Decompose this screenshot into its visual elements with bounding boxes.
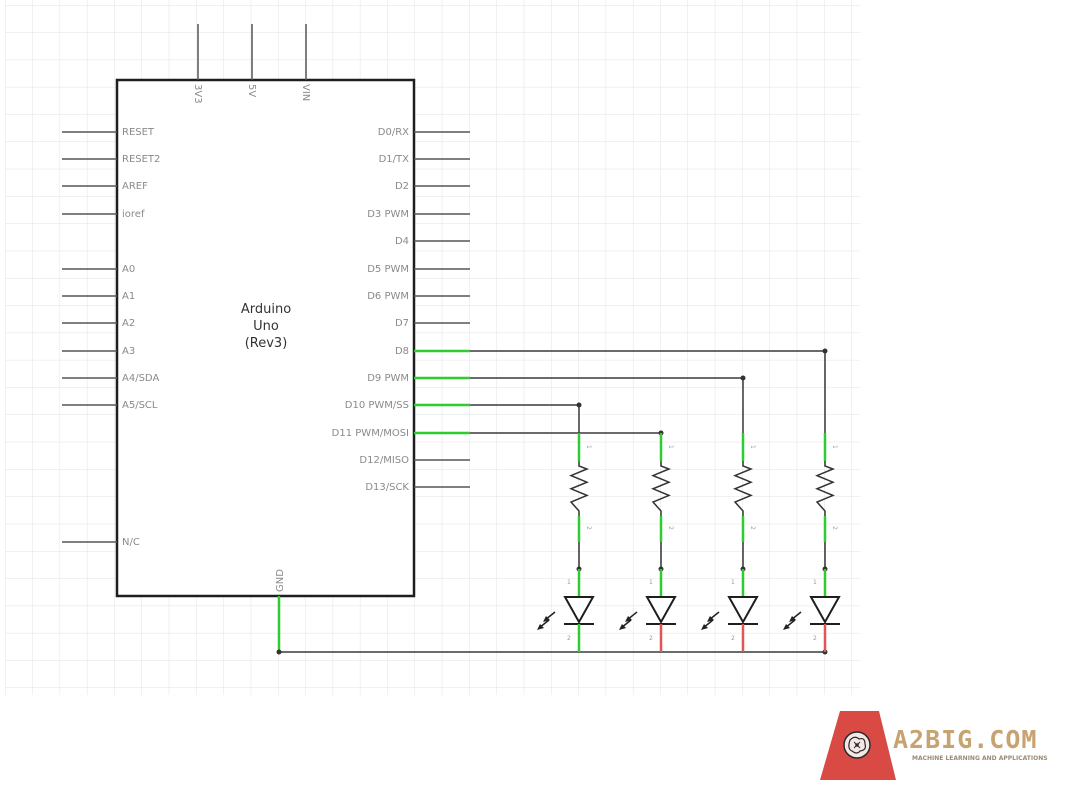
pin-label-d5: D5 PWM: [367, 264, 409, 275]
led-3-pin-1: 1: [731, 579, 735, 586]
led-4-body: [809, 596, 841, 625]
pin-label-a2: A2: [122, 318, 135, 329]
resistor-1-pin-2: 2: [585, 526, 592, 530]
led-1-pin-1: 1: [567, 579, 571, 586]
resistor-4-body: [815, 461, 836, 516]
component-chains: 1 2 1 2 1 2 1 2 1 2 1 2 1 2 1 2: [537, 433, 841, 652]
pin-label-d9: D9 PWM: [367, 373, 409, 384]
brain-chip-icon: [843, 731, 871, 759]
board-outline: [115, 78, 416, 598]
junction-gnd: [276, 649, 282, 655]
resistor-2-pin-1: 1: [667, 445, 674, 449]
pin-label-gnd: GND: [275, 569, 286, 592]
led-1-pin-2: 2: [567, 635, 571, 642]
pin-label-a4-sda: A4/SDA: [122, 373, 159, 384]
pin-label-reset: RESET: [122, 127, 155, 138]
pin-label-vin: VIN: [300, 84, 311, 101]
resistor-2-pin-2: 2: [667, 526, 674, 530]
pin-label-nc: N/C: [122, 537, 140, 548]
pin-label-a5-scl: A5/SCL: [122, 400, 158, 411]
top-pins: 3V3 5V VIN: [192, 24, 311, 104]
resistor-4-pin-2: 2: [831, 526, 838, 530]
junction-d10: [576, 402, 582, 408]
pin-label-d13: D13/SCK: [365, 482, 409, 493]
pin-label-d0: D0/RX: [378, 127, 409, 138]
led-3-pin-2: 2: [731, 635, 735, 642]
board-name-line-3: (Rev3): [245, 336, 288, 351]
pin-label-5v: 5V: [246, 84, 257, 97]
pin-label-d1: D1/TX: [379, 154, 410, 165]
resistor-3-pin-1: 1: [749, 445, 756, 449]
pin-label-d3: D3 PWM: [367, 209, 409, 220]
junction-d9: [740, 375, 746, 381]
board-name-line-1: Arduino: [241, 302, 291, 317]
pin-label-d6: D6 PWM: [367, 291, 409, 302]
pin-label-a3: A3: [122, 346, 135, 357]
led-4-ray-head-2: [783, 624, 790, 630]
led-2-pin-2: 2: [649, 635, 653, 642]
gnd-pin[interactable]: GND: [275, 569, 286, 652]
pin-label-d2: D2: [395, 181, 409, 192]
pin-label-aref: AREF: [122, 181, 148, 192]
resistor-4-pin-1: 1: [831, 445, 838, 449]
resistor-3-body: [733, 461, 754, 516]
chain-1[interactable]: 1 2 1 2: [537, 433, 595, 652]
led-1-ray-head-2: [537, 624, 544, 630]
right-pins: D0/RX D1/TX D2 D3 PWM D4 D5 PWM D6 PWM D…: [332, 127, 470, 493]
led-4-pin-2: 2: [813, 635, 817, 642]
board-name-line-2: Uno: [253, 319, 279, 334]
pin-label-reset2: RESET2: [122, 154, 160, 165]
led-4-pin-1: 1: [813, 579, 817, 586]
led-2-ray-head-2: [619, 624, 626, 630]
chain-4[interactable]: 1 2 1 2: [783, 433, 841, 652]
a2big-logo: A2BIG.COM MACHINE LEARNING AND APPLICATI…: [820, 711, 1048, 780]
pin-label-d12: D12/MISO: [359, 455, 409, 466]
pin-label-ioref: ioref: [122, 209, 145, 220]
resistor-3-pin-2: 2: [749, 526, 756, 530]
resistor-1-body: [569, 461, 590, 516]
led-3-body: [727, 596, 759, 625]
led-2-body: [645, 596, 677, 625]
pin-label-a1: A1: [122, 291, 135, 302]
pin-label-d11: D11 PWM/MOSI: [332, 428, 409, 439]
arduino-board[interactable]: Arduino Uno (Rev3): [115, 78, 416, 598]
logo-subtitle: MACHINE LEARNING AND APPLICATIONS: [912, 755, 1048, 762]
led-2-pin-1: 1: [649, 579, 653, 586]
logo-title: A2BIG.COM: [893, 725, 1037, 754]
pin-label-d8: D8: [395, 346, 409, 357]
junction-d8: [822, 348, 828, 354]
pin-label-d4: D4: [395, 236, 409, 247]
pin-label-3v3: 3V3: [192, 84, 203, 104]
pin-label-d7: D7: [395, 318, 409, 329]
resistor-1-pin-1: 1: [585, 445, 592, 449]
chain-3[interactable]: 1 2 1 2: [701, 433, 759, 652]
pin-label-d10: D10 PWM/SS: [345, 400, 409, 411]
pin-label-a0: A0: [122, 264, 135, 275]
led-1-body: [563, 596, 595, 625]
led-3-ray-head-2: [701, 624, 708, 630]
left-pins: RESET RESET2 AREF ioref A0 A1 A2 A3 A4/S…: [62, 127, 160, 548]
chain-2[interactable]: 1 2 1 2: [619, 433, 677, 652]
resistor-2-body: [651, 461, 672, 516]
